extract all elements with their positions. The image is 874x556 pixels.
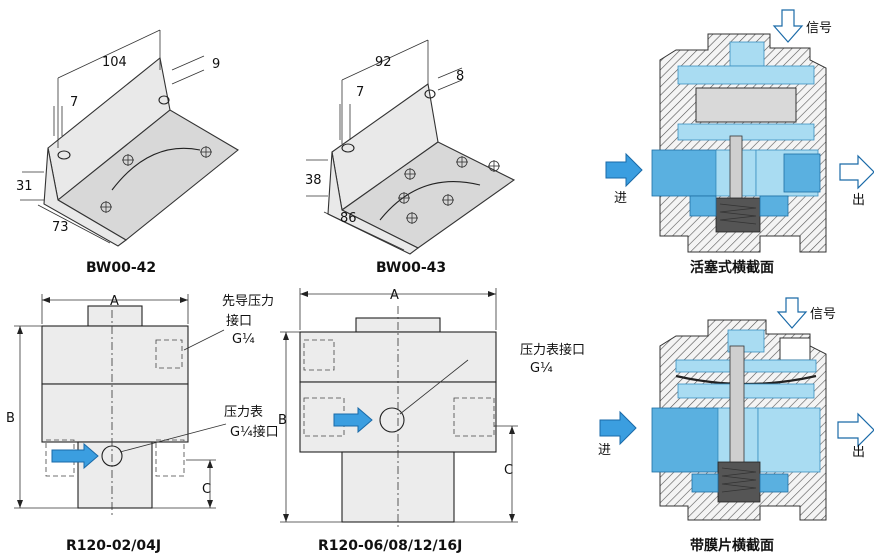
- bracket-bw00-42: 104 9 7 31 73 BW00-42: [16, 29, 239, 276]
- bracket-42-slot-left: [57, 150, 71, 160]
- gauge-label-left-1: 压力表: [224, 405, 263, 420]
- dim-7-left: 7: [70, 95, 78, 110]
- bracket-42-cutout: [111, 147, 201, 191]
- dim-7-right: 7: [356, 85, 364, 100]
- caption-bw00-42: BW00-42: [86, 260, 156, 276]
- r02-flow-arrow: [51, 442, 99, 470]
- bracket-43-base-holes: [398, 156, 500, 224]
- section-piston: 信号 进 出 活塞式横截面: [605, 9, 874, 276]
- bracket-43-cutout: [379, 181, 481, 221]
- dim-8: 8: [456, 69, 464, 84]
- caption-r120-06-16j: R120-06/08/12/16J: [318, 538, 462, 554]
- dim-c-left: C: [202, 482, 211, 497]
- gauge-label-right-1: 压力表接口: [520, 342, 585, 358]
- diaphragm-outlet-label: 出: [852, 445, 865, 460]
- dim-line-104: [57, 29, 161, 79]
- r06-flow-arrow: [333, 406, 373, 434]
- r02-mid-body: [41, 383, 189, 443]
- diaphragm-inlet-channel: [651, 407, 719, 473]
- dim-31: 31: [16, 179, 33, 194]
- pilot-port-label-3: G¼: [232, 332, 255, 347]
- bracket-43-slot-left: [341, 143, 355, 153]
- piston-signal-arrow: [772, 9, 804, 43]
- bracket-43-fold: [327, 151, 420, 255]
- piston-inlet-arrow: [605, 152, 643, 188]
- piston-signal-label: 信号: [806, 21, 832, 36]
- dim-a-left: A: [110, 294, 119, 309]
- diaphragm-stem: [729, 345, 745, 467]
- dim-a-right: A: [390, 288, 399, 303]
- section-diaphragm: 信号 进 出 带膜片横截面: [598, 297, 874, 554]
- pilot-port-label-1: 先导压力: [222, 294, 274, 309]
- bracket-42-fold: [43, 147, 127, 247]
- dim-9: 9: [212, 57, 220, 72]
- diaphragm-inlet-label: 进: [598, 443, 611, 458]
- diaphragm-signal-arrow: [776, 297, 808, 329]
- diaphragm-signal-label: 信号: [810, 307, 836, 322]
- caption-r120-02-04j: R120-02/04J: [66, 538, 161, 554]
- r06-gauge-port: [379, 407, 405, 433]
- bracket-43-slot-right: [424, 89, 436, 99]
- dim-b-right: B: [278, 413, 287, 428]
- regulator-r120-06-16j: A B C 压力表接口 G¼ R120-06/08/12/16J: [278, 288, 585, 554]
- bracket-42-base-holes: [100, 146, 212, 213]
- gauge-label-left-2: G¼接口: [230, 424, 279, 440]
- piston-signal-chamber: [729, 41, 765, 67]
- caption-bw00-43: BW00-43: [376, 260, 446, 276]
- diaphragm-top-chamber: [675, 359, 817, 373]
- dim-c-right: C: [504, 463, 513, 478]
- piston-stem: [729, 135, 743, 207]
- piston-top-chamber: [677, 65, 815, 85]
- piston-mid-chamber: [677, 123, 815, 141]
- bracket-42-slot-right: [158, 95, 170, 105]
- bracket-bw00-43: 92 8 7 38 86 BW00-43: [305, 39, 516, 276]
- diaphragm-outlet-arrow: [837, 412, 874, 448]
- piston-valve-spring: [715, 197, 761, 233]
- r02-upper-body: [41, 325, 189, 385]
- caption-diaphragm-section: 带膜片横截面: [690, 537, 774, 554]
- gauge-label-right-2: G¼: [530, 361, 553, 376]
- piston-inlet-channel: [651, 149, 717, 197]
- dim-38: 38: [305, 173, 322, 188]
- diaphragm-mid-chamber: [677, 383, 815, 399]
- caption-piston-section: 活塞式横截面: [690, 259, 774, 276]
- piston-body: [695, 87, 797, 123]
- dim-73: 73: [52, 220, 69, 235]
- dim-86: 86: [340, 211, 357, 226]
- diaphragm-outlet-channel: [757, 407, 821, 473]
- piston-outlet-label: 出: [852, 193, 865, 208]
- pilot-port-label-2: 接口: [226, 313, 252, 329]
- dim-92: 92: [375, 55, 392, 70]
- dim-104: 104: [102, 55, 127, 70]
- diaphragm-inlet-arrow: [599, 410, 637, 446]
- piston-outlet-arrow: [839, 154, 874, 190]
- regulator-r120-02-04j: A B C 先导压力 接口 G¼ 压力表 G¼接口 R120-02: [6, 294, 279, 554]
- dim-b-left: B: [6, 411, 15, 426]
- piston-inlet-label: 进: [614, 191, 627, 206]
- r02-top-cap: [87, 305, 143, 327]
